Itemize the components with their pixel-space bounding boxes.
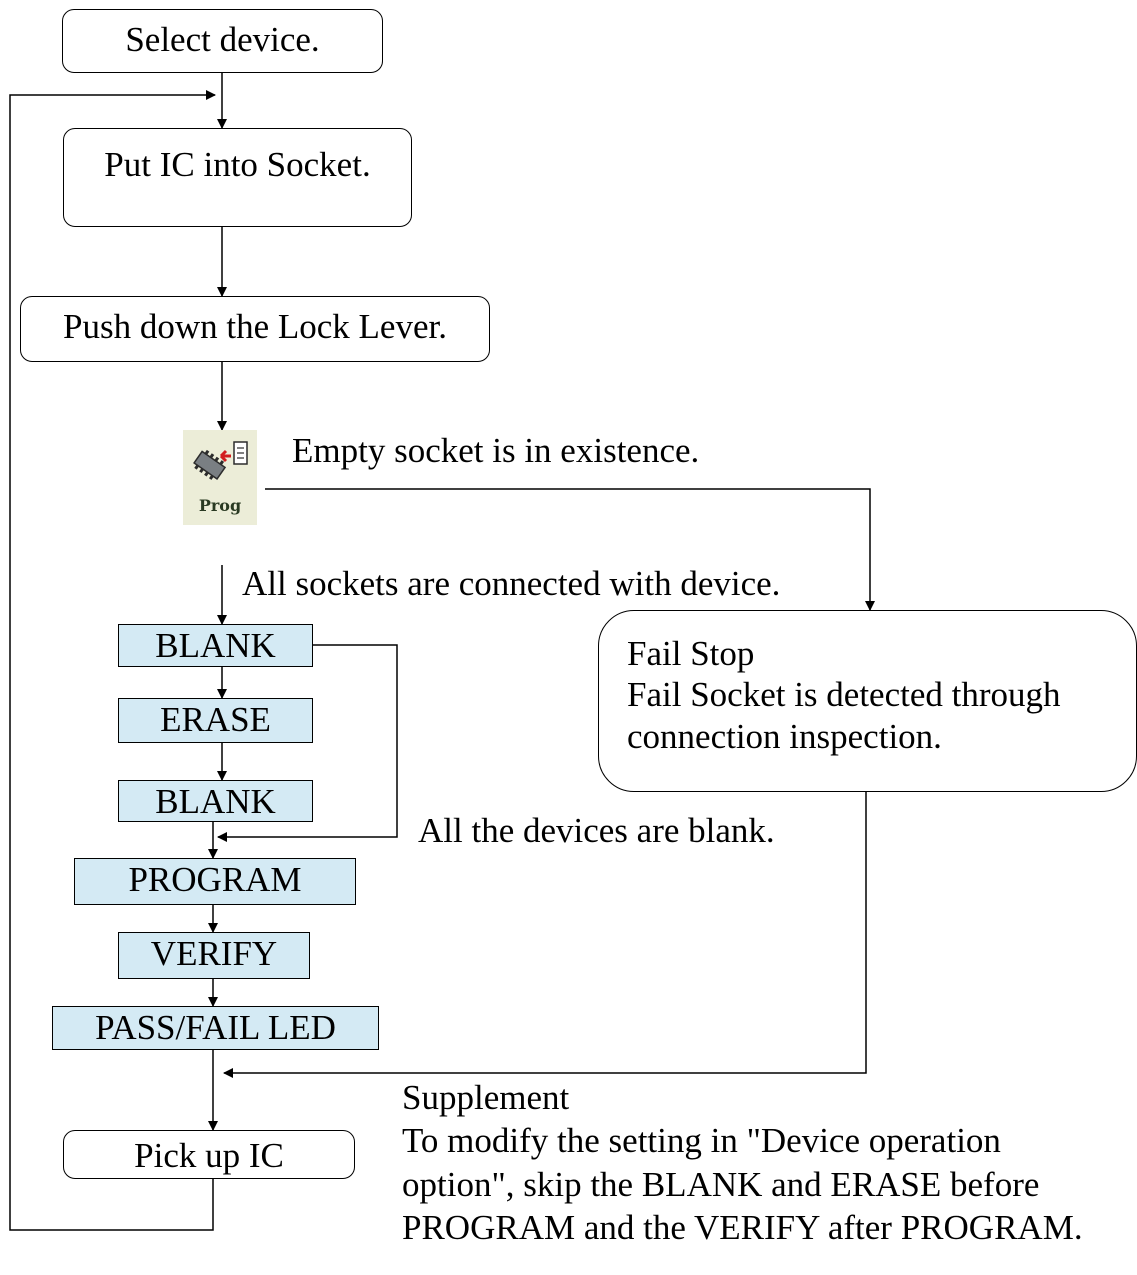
pick-up-ic-box: Pick up IC <box>63 1130 355 1179</box>
prog-label: Prog <box>198 496 242 515</box>
select-device-box: Select device. <box>62 9 383 73</box>
fail-stop-box: Fail Stop Fail Socket is detected throug… <box>598 610 1137 792</box>
push-lever-text: Push down the Lock Lever. <box>63 307 447 346</box>
blank-step-1: BLANK <box>118 624 313 667</box>
put-ic-text: Put IC into Socket. <box>104 145 371 184</box>
arrow-fail-return <box>223 792 867 1078</box>
arrow-blank-skip <box>217 644 398 842</box>
empty-socket-label: Empty socket is in existence. <box>292 431 700 470</box>
chip-icon <box>193 441 248 480</box>
arrow-to-fail-stop <box>265 488 875 611</box>
erase-step: ERASE <box>118 698 313 743</box>
pass-fail-led-step: PASS/FAIL LED <box>52 1006 379 1050</box>
verify-step: VERIFY <box>118 932 310 979</box>
push-lever-box: Push down the Lock Lever. <box>20 296 490 362</box>
select-device-text: Select device. <box>125 20 320 59</box>
all-blank-label: All the devices are blank. <box>418 811 775 850</box>
program-step: PROGRAM <box>74 858 356 905</box>
put-ic-box: Put IC into Socket. <box>63 128 412 227</box>
arrow-loop-back <box>9 90 216 1231</box>
fail-stop-title: Fail Stop <box>627 634 755 673</box>
supplement-title: Supplement <box>402 1078 570 1117</box>
fail-stop-line-1: Fail Socket is detected through <box>627 675 1061 715</box>
supplement-note: Supplement To modify the setting in "Dev… <box>402 1076 1083 1250</box>
pick-up-ic-text: Pick up IC <box>134 1136 284 1175</box>
supplement-line-3: PROGRAM and the VERIFY after PROGRAM. <box>402 1208 1083 1248</box>
supplement-line-2: option", skip the BLANK and ERASE before <box>402 1164 1040 1204</box>
all-connected-label: All sockets are connected with device. <box>242 564 781 603</box>
fail-stop-line-2: connection inspection. <box>627 716 942 756</box>
program-chip-icon[interactable]: Prog <box>183 430 257 525</box>
blank-step-2: BLANK <box>118 780 313 822</box>
supplement-line-1: To modify the setting in "Device operati… <box>402 1121 1001 1161</box>
